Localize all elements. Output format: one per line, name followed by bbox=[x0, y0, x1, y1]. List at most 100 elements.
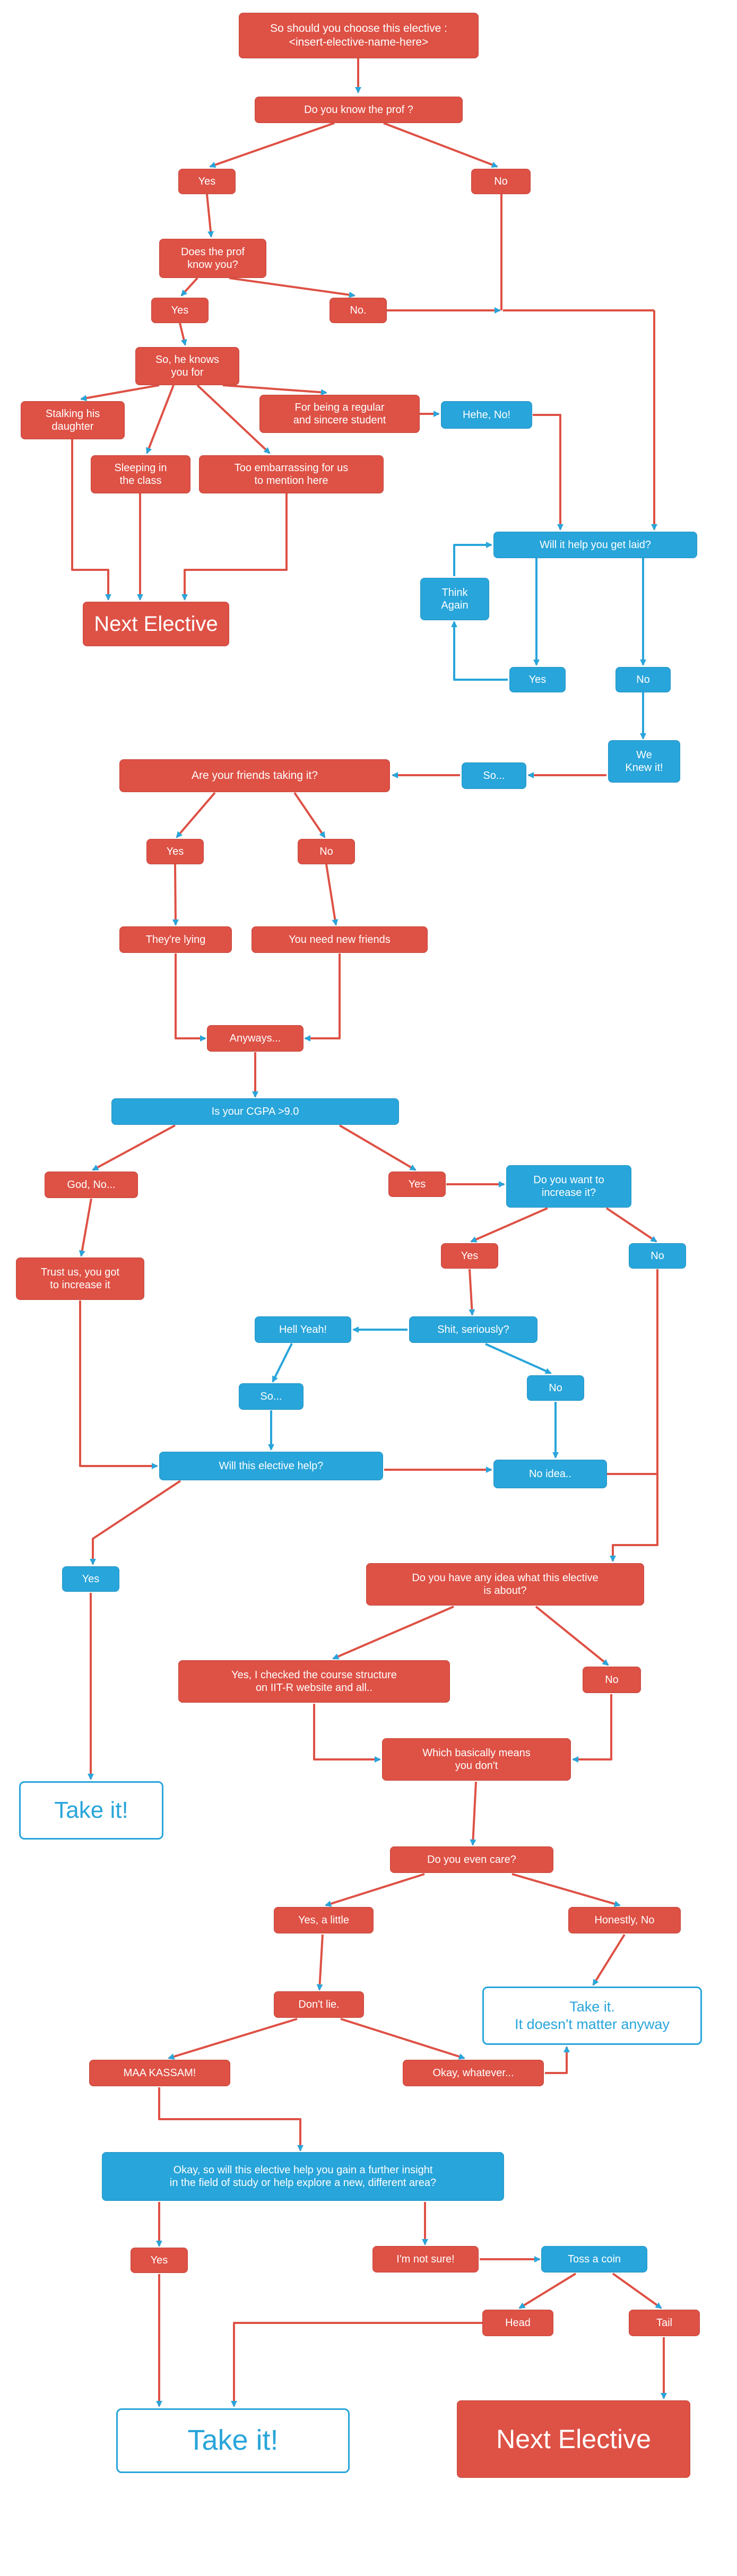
edge-lying-anyways bbox=[175, 953, 206, 1042]
node-hell-yeah: Hell Yeah! bbox=[255, 1316, 351, 1343]
node-prof-know-you: Does the prof know you? bbox=[159, 239, 266, 278]
node-no3: No bbox=[298, 839, 355, 864]
edge-knows-you-for-sleeping bbox=[146, 385, 175, 454]
node-no-blue-3: No bbox=[527, 1375, 584, 1401]
edge-friends-yes3 bbox=[176, 792, 216, 838]
edge-stalking-next-elective bbox=[71, 439, 111, 601]
edge-know-prof-no1 bbox=[383, 122, 498, 168]
node-shit-seriously: Shit, seriously? bbox=[409, 1316, 537, 1343]
edge-even-care-yes-little bbox=[325, 1873, 425, 1907]
edge-shit-no bbox=[485, 1343, 552, 1374]
node-no-blue-2: No bbox=[629, 1243, 686, 1269]
node-toss-coin: Toss a coin bbox=[541, 2246, 647, 2273]
edge-will-help-yes bbox=[90, 1480, 181, 1565]
node-so-2: So... bbox=[239, 1383, 304, 1410]
node-no4: No bbox=[583, 1667, 641, 1693]
node-yes4: Yes bbox=[388, 1172, 446, 1197]
node-sleeping: Sleeping in the class bbox=[91, 455, 190, 493]
node-know-prof: Do you know the prof ? bbox=[255, 97, 463, 123]
node-tail: Tail bbox=[629, 2310, 700, 2336]
edge-no-right-rail bbox=[610, 1269, 658, 1562]
edge-no4-basically bbox=[572, 1694, 612, 1763]
edge-cgpa-god-no bbox=[92, 1124, 176, 1171]
node-we-knew-it: We Knew it! bbox=[608, 740, 680, 783]
node-think-again: Think Again bbox=[420, 578, 489, 620]
edge-head-take-it-final bbox=[231, 2322, 482, 2407]
edge-yes5-shit-seriously bbox=[469, 1269, 475, 1316]
node-insight: Okay, so will this elective help you gai… bbox=[102, 2152, 504, 2201]
edge-want-increase-yes5 bbox=[470, 1207, 548, 1243]
edge-hehe-no-get-laid bbox=[533, 414, 563, 531]
edge-dont-lie-okay-whatever bbox=[340, 2018, 465, 2060]
edge-yes2-knows-you-for bbox=[179, 323, 187, 346]
node-want-increase: Do you want to increase it? bbox=[506, 1165, 631, 1208]
node-no2: No. bbox=[330, 298, 387, 323]
edge-basically-even-care bbox=[470, 1781, 477, 1846]
edge-knows-you-for-stalking bbox=[80, 384, 160, 402]
node-friends-taking: Are your friends taking it? bbox=[119, 759, 390, 792]
node-basically: Which basically means you don't bbox=[382, 1738, 571, 1781]
edge-yes-little-dont-lie bbox=[316, 1934, 324, 1991]
node-trust-us: Trust us, you got to increase it bbox=[16, 1257, 144, 1300]
edge-god-no-trust-us bbox=[79, 1198, 92, 1257]
edge-cgpa-yes4 bbox=[339, 1124, 417, 1171]
node-theyre-lying: They're lying bbox=[119, 926, 232, 953]
node-yes3: Yes bbox=[146, 839, 204, 864]
edge-yes1-prof-know-you bbox=[206, 194, 214, 238]
node-any-idea: Do you have any idea what this elective … bbox=[366, 1563, 644, 1606]
node-god-no: God, No... bbox=[45, 1172, 138, 1198]
edge-know-prof-yes1 bbox=[209, 122, 335, 168]
edge-any-idea-checked bbox=[332, 1606, 454, 1660]
edge-hell-yeah-so2 bbox=[272, 1343, 293, 1383]
node-yes-little: Yes, a little bbox=[274, 1907, 374, 1933]
node-next-elective-final: Next Elective bbox=[457, 2400, 690, 2478]
node-yes-blue-2: Yes bbox=[62, 1566, 119, 1592]
node-dont-lie: Don't lie. bbox=[274, 1991, 364, 2018]
node-get-laid: Will it help you get laid? bbox=[493, 532, 697, 558]
node-yes6: Yes bbox=[131, 2248, 188, 2273]
edge-any-idea-no4 bbox=[535, 1606, 609, 1666]
edge-maa-kassam-insight bbox=[158, 2087, 304, 2152]
node-hehe-no: Hehe, No! bbox=[441, 401, 532, 429]
node-anyways: Anyways... bbox=[207, 1025, 304, 1052]
node-honestly-no: Honestly, No bbox=[568, 1907, 681, 1933]
node-take-it-final: Take it! bbox=[116, 2408, 350, 2473]
node-okay-whatever: Okay, whatever... bbox=[403, 2060, 544, 2086]
edge-want-increase-no bbox=[605, 1207, 657, 1243]
edge-think-again-get-laid bbox=[453, 542, 492, 576]
edge-even-care-honestly-no bbox=[511, 1873, 621, 1907]
node-regular: For being a regular and sincere student bbox=[259, 395, 420, 433]
node-start: So should you choose this elective : <in… bbox=[239, 13, 479, 58]
edge-embarrassing-next-elective bbox=[181, 493, 288, 601]
node-take-it-1: Take it! bbox=[19, 1781, 163, 1840]
edge-new-friends-anyways bbox=[304, 953, 341, 1042]
edge-checked-basically bbox=[313, 1704, 381, 1763]
edge-yes3-lying bbox=[172, 864, 179, 926]
edge-dont-lie-maa-kassam bbox=[168, 2018, 298, 2060]
node-yes-blue-1: Yes bbox=[509, 667, 566, 692]
node-so-1: So... bbox=[462, 762, 526, 789]
node-no-idea: No idea.. bbox=[493, 1460, 607, 1488]
edge-okay-whatever-take-it-matter bbox=[545, 2046, 570, 2074]
node-no-blue-1: No bbox=[615, 667, 671, 692]
edge-knows-you-for-regular bbox=[222, 384, 327, 396]
node-knows-you-for: So, he knows you for bbox=[135, 347, 239, 385]
node-no1: No bbox=[471, 169, 531, 194]
edge-trust-us-will-help bbox=[79, 1300, 158, 1469]
node-yes1: Yes bbox=[178, 169, 236, 194]
edge-prof-know-you-no2 bbox=[229, 277, 356, 298]
node-cgpa: Is your CGPA >9.0 bbox=[111, 1098, 399, 1125]
node-even-care: Do you even care? bbox=[390, 1846, 553, 1873]
edge-no3-new-friends bbox=[325, 864, 339, 926]
edge-yes-think-again bbox=[451, 621, 508, 681]
node-embarrassing: Too embarrassing for us to mention here bbox=[199, 455, 384, 493]
node-yes5: Yes bbox=[441, 1243, 498, 1269]
node-next-elective-1: Next Elective bbox=[83, 602, 229, 646]
node-maa-kassam: MAA KASSAM! bbox=[89, 2060, 230, 2086]
edge-friends-no3 bbox=[293, 792, 326, 838]
edge-toss-tail bbox=[612, 2273, 662, 2309]
node-head: Head bbox=[482, 2310, 553, 2336]
node-not-sure: I'm not sure! bbox=[372, 2246, 479, 2273]
